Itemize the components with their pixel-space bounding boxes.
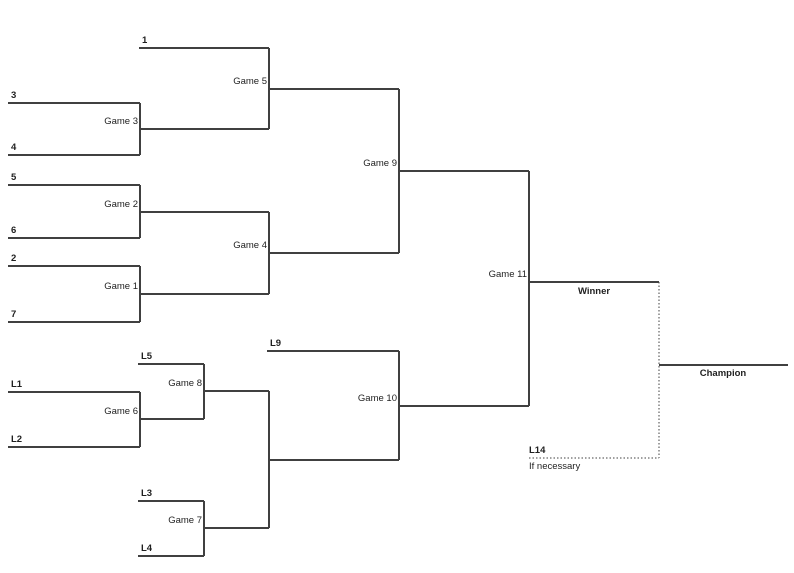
champion-label: Champion [699, 368, 747, 379]
l2-label: L2 [11, 434, 23, 445]
game-6-label: Game 6 [104, 406, 138, 417]
game-11-label: Game 11 [488, 269, 527, 280]
game-2-label: Game 2 [104, 199, 138, 210]
winner-label: Winner [577, 286, 611, 297]
game-1-label: Game 1 [104, 281, 138, 292]
seed-5-label: 5 [11, 172, 17, 183]
l14-label: L14 [529, 445, 546, 456]
game-7-label: Game 7 [168, 515, 202, 526]
game-4-label: Game 4 [233, 240, 267, 251]
game-10-label: Game 10 [357, 393, 397, 404]
seed-6-label: 6 [11, 225, 17, 236]
game-8-label: Game 8 [168, 378, 202, 389]
l9-label: L9 [270, 338, 282, 349]
game-9-label: Game 9 [363, 158, 397, 169]
seed-2-label: 2 [11, 253, 17, 264]
seed-7-label: 7 [11, 309, 17, 320]
seed-1-label: 1 [142, 35, 148, 46]
game-3-label: Game 3 [104, 116, 138, 127]
game-5-label: Game 5 [233, 76, 267, 87]
seed-4-label: 4 [11, 142, 17, 153]
if-necessary-label: If necessary [529, 461, 581, 472]
l3-label: L3 [141, 488, 153, 499]
l5-label: L5 [141, 351, 153, 362]
seed-3-label: 3 [11, 90, 17, 101]
l4-label: L4 [141, 543, 153, 554]
l1-label: L1 [11, 379, 23, 390]
